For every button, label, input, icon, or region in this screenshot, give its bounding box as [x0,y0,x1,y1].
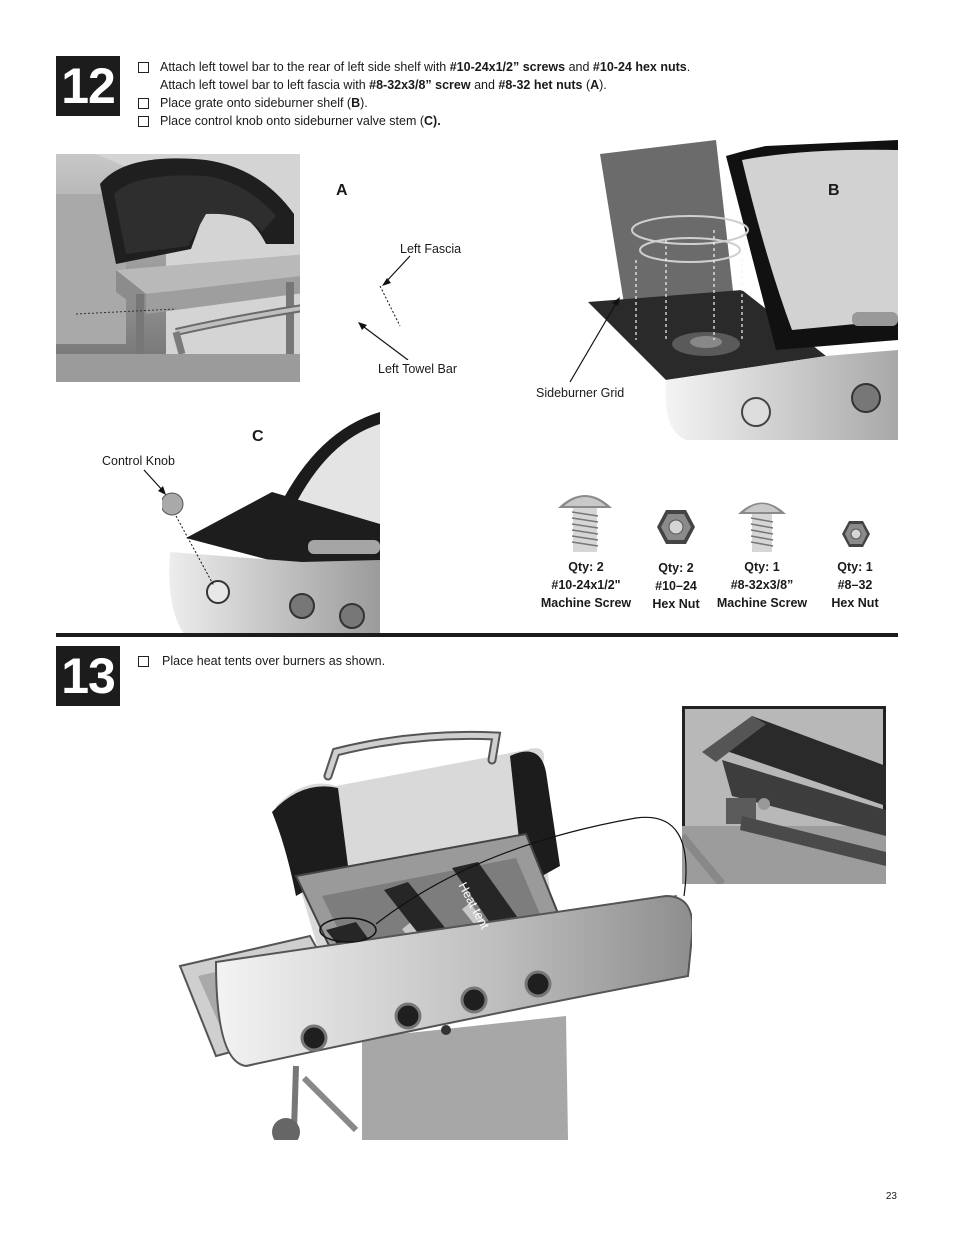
grill-heat-tents-illustration [178,730,692,1140]
instruction-line: Place grate onto sideburner shelf (B). [138,94,690,112]
page-number: 23 [885,1191,897,1202]
step12-instructions: Attach left towel bar to the rear of lef… [138,58,690,130]
sideburner-grid-callout: Sideburner Grid [536,386,625,400]
step-number-13: 13 [56,646,120,706]
step13-instructions: Place heat tents over burners as shown. [138,652,385,670]
left-towel-bar-callout: Left Towel Bar [378,362,457,376]
checkbox[interactable] [138,116,149,127]
figure-a-leader-lines [358,255,411,360]
hardware-label-machine-screw-small: Qty: 1 #8-32x3/8” Machine Screw [716,560,808,610]
figure-b-leader-line [569,297,620,383]
section-divider [56,633,898,637]
control-knob-callout: Control Knob [102,454,175,468]
hardware-label-hex-nut: Qty: 2 #10–24 Hex Nut [652,561,700,611]
figure-a-towel-bar-illustration [56,154,300,382]
instruction-line: Attach left towel bar to left fascia wit… [160,78,607,92]
instruction-line: Place heat tents over burners as shown. [138,652,385,670]
machine-screw-small-icon [738,502,786,552]
instruction-line: Attach left towel bar to the rear of lef… [138,58,690,76]
machine-screw-icon [558,495,612,552]
hex-nut-small-icon [842,521,870,547]
figure-a-letter: A [336,182,348,199]
hex-nut-icon [657,510,695,544]
hardware-label-hex-nut-small: Qty: 1 #8–32 Hex Nut [831,560,879,610]
checkbox[interactable] [138,656,149,667]
checkbox[interactable] [138,62,149,73]
step-number-12: 12 [56,56,120,116]
hardware-label-machine-screw: Qty: 2 #10-24x1/2" Machine Screw [540,560,632,610]
left-fascia-callout: Left Fascia [400,242,462,256]
checkbox[interactable] [138,98,149,109]
instruction-line: Place control knob onto sideburner valve… [138,112,690,130]
figure-c-letter: C [252,428,264,445]
figure-c-control-knob-illustration [162,412,380,634]
figure-c-leader-line [143,469,166,495]
figure-b-letter: B [828,182,840,199]
heat-tent-detail-inset [682,706,886,884]
figure-b-sideburner-grid-illustration [588,140,898,440]
